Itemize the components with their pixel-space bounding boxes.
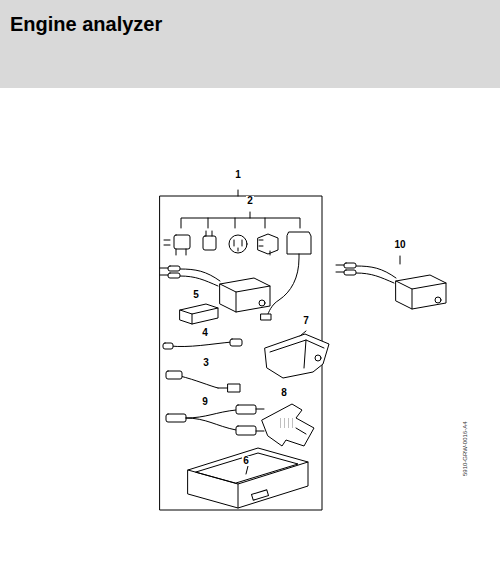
y-cable bbox=[166, 405, 264, 435]
callout-number: 10 bbox=[393, 240, 406, 250]
cable-3 bbox=[180, 376, 218, 388]
callout-number: 4 bbox=[201, 328, 209, 338]
case bbox=[188, 448, 308, 508]
callout-number: 2 bbox=[246, 196, 254, 206]
callout-number: 6 bbox=[242, 456, 250, 466]
callout-number: 5 bbox=[192, 290, 200, 300]
holder bbox=[265, 331, 329, 378]
callout-number: 9 bbox=[201, 397, 209, 407]
interface-unit bbox=[160, 266, 270, 312]
page-title: Engine analyzer bbox=[10, 14, 162, 34]
clip bbox=[262, 404, 314, 446]
callout-number: 3 bbox=[202, 358, 210, 368]
drawing-id: 5910-GRW-0016-A4 bbox=[462, 422, 468, 476]
cable-4 bbox=[170, 342, 232, 347]
interface-unit-10 bbox=[336, 256, 446, 309]
battery bbox=[180, 304, 218, 324]
callout-number: 7 bbox=[302, 316, 310, 326]
callout-number: 1 bbox=[234, 170, 242, 180]
plug-adapters bbox=[164, 231, 311, 320]
callout-number: 8 bbox=[280, 388, 288, 398]
